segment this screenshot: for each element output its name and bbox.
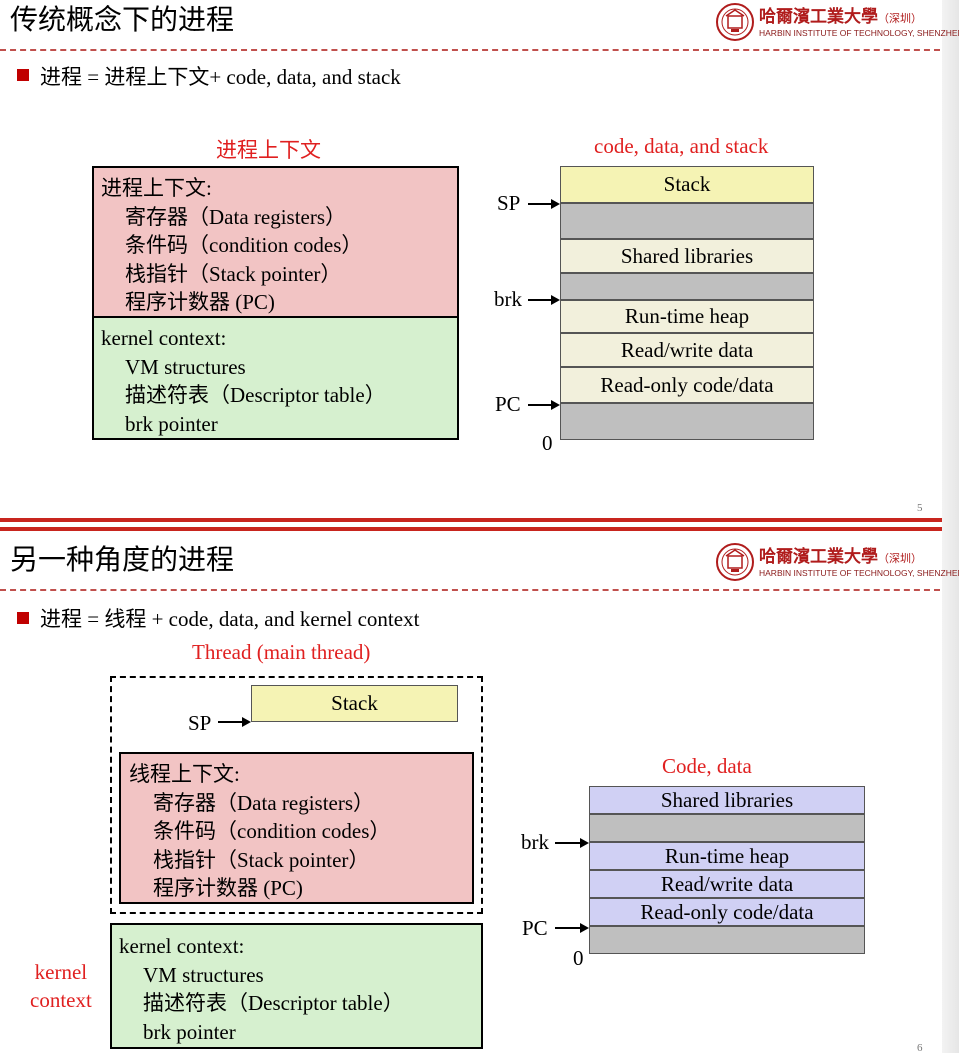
university-logo: 哈爾濱工業大學（深圳） HARBIN INSTITUTE OF TECHNOLO…: [715, 0, 959, 46]
pc-arrow: [555, 923, 589, 933]
kernel-item: VM structures: [125, 354, 246, 379]
header-dashed-divider: [0, 589, 940, 591]
slide-edge-shadow: [942, 0, 959, 1053]
pc-label: PC: [495, 392, 521, 416]
pc-arrow: [528, 400, 560, 410]
slide-1: 传统概念下的进程 哈爾濱工業大學（深圳） HARBIN INSTITUTE OF…: [0, 0, 959, 518]
logo-english-name: HARBIN INSTITUTE OF TECHNOLOGY, SHENZHEN: [759, 568, 959, 578]
page-number: 5: [917, 502, 923, 514]
bullet-text: 进程 = 线程 + code, data, and kernel context: [40, 607, 420, 631]
memory-gap: [560, 203, 814, 239]
memory-gap: [589, 814, 865, 842]
brk-label: brk: [494, 287, 522, 311]
context-item: 寄存器（Data registers）: [153, 790, 375, 815]
logo-english-name: HARBIN INSTITUTE OF TECHNOLOGY, SHENZHEN: [759, 28, 959, 38]
kernel-item: 描述符表（Descriptor table）: [143, 991, 404, 1015]
kernel-context-box: kernel context: VM structures 描述符表（Descr…: [110, 923, 483, 1049]
brk-arrow: [555, 838, 589, 848]
context-item: 栈指针（Stack pointer）: [153, 847, 370, 872]
address-zero: 0: [573, 946, 584, 970]
bullet-square-icon: [17, 69, 29, 81]
university-seal-icon: [716, 543, 754, 581]
context-item: 程序计数器 (PC): [125, 290, 275, 314]
memory-layout: Stack Shared libraries Run-time heap Rea…: [560, 166, 814, 440]
code-data-label: Code, data: [662, 754, 752, 778]
kernel-item: VM structures: [143, 962, 264, 987]
logo-chinese-name: 哈爾濱工業大學（深圳）: [759, 7, 922, 27]
brk-arrow: [528, 295, 560, 305]
kernel-context-box: kernel context: VM structures 描述符表（Descr…: [92, 316, 459, 440]
slide-title: 传统概念下的进程: [10, 3, 235, 36]
header-dashed-divider: [0, 49, 940, 51]
address-zero: 0: [542, 431, 553, 455]
thread-sp-arrow: [218, 717, 251, 727]
page-number: 6: [917, 1042, 923, 1054]
memory-heap: Run-time heap: [589, 842, 865, 870]
process-context-label: 进程上下文: [216, 138, 321, 162]
process-context-box: 进程上下文: 寄存器（Data registers） 条件码（condition…: [92, 166, 459, 318]
sp-arrow: [528, 199, 560, 209]
bullet-text: 进程 = 进程上下文+ code, data, and stack: [40, 65, 401, 89]
thread-container: [110, 676, 483, 914]
university-logo: 哈爾濱工業大學（深圳） HARBIN INSTITUTE OF TECHNOLO…: [715, 540, 959, 586]
memory-shared-libraries: Shared libraries: [560, 239, 814, 273]
thread-stack: Stack: [251, 685, 458, 722]
thread-context-box: 线程上下文: 寄存器（Data registers） 条件码（condition…: [119, 752, 474, 904]
memory-rw-data: Read/write data: [560, 333, 814, 367]
thread-sp-label: SP: [188, 711, 212, 735]
university-seal-icon: [716, 3, 754, 41]
memory-rw-data: Read/write data: [589, 870, 865, 898]
kernel-item: 描述符表（Descriptor table）: [125, 383, 386, 407]
context-item: 条件码（condition codes）: [153, 819, 391, 843]
logo-chinese-name: 哈爾濱工業大學（深圳）: [759, 547, 922, 567]
memory-bottom: [589, 926, 865, 954]
memory-ro-code: Read-only code/data: [589, 898, 865, 926]
memory-ro-code: Read-only code/data: [560, 367, 814, 403]
context-item: 栈指针（Stack pointer）: [125, 261, 342, 286]
kernel-heading: kernel context:: [101, 326, 227, 350]
kernel-context-side-label: kernel context: [30, 960, 92, 1012]
kernel-heading: kernel context:: [119, 934, 245, 958]
context-item: 程序计数器 (PC): [153, 876, 303, 900]
context-heading: 线程上下文:: [129, 762, 240, 786]
slide-title: 另一种角度的进程: [10, 543, 235, 576]
memory-bottom: [560, 403, 814, 440]
slide-divider: [0, 518, 942, 522]
kernel-item: brk pointer: [143, 1019, 236, 1044]
memory-heap: Run-time heap: [560, 300, 814, 333]
pc-label: PC: [522, 916, 548, 940]
memory-layout: Shared libraries Run-time heap Read/writ…: [589, 786, 865, 954]
context-heading: 进程上下文:: [101, 176, 212, 200]
slide-divider: [0, 527, 942, 531]
sp-label: SP: [497, 191, 521, 215]
context-item: 寄存器（Data registers）: [125, 204, 347, 229]
memory-gap: [560, 273, 814, 300]
code-data-stack-label: code, data, and stack: [594, 134, 769, 158]
context-item: 条件码（condition codes）: [125, 233, 363, 257]
bullet-square-icon: [17, 612, 29, 624]
memory-shared-libraries: Shared libraries: [589, 786, 865, 814]
brk-label: brk: [521, 830, 549, 854]
slide-2: 另一种角度的进程 哈爾濱工業大學（深圳） HARBIN INSTITUTE OF…: [0, 532, 959, 1054]
thread-label: Thread (main thread): [192, 640, 371, 664]
kernel-item: brk pointer: [125, 411, 218, 436]
memory-stack: Stack: [560, 166, 814, 203]
